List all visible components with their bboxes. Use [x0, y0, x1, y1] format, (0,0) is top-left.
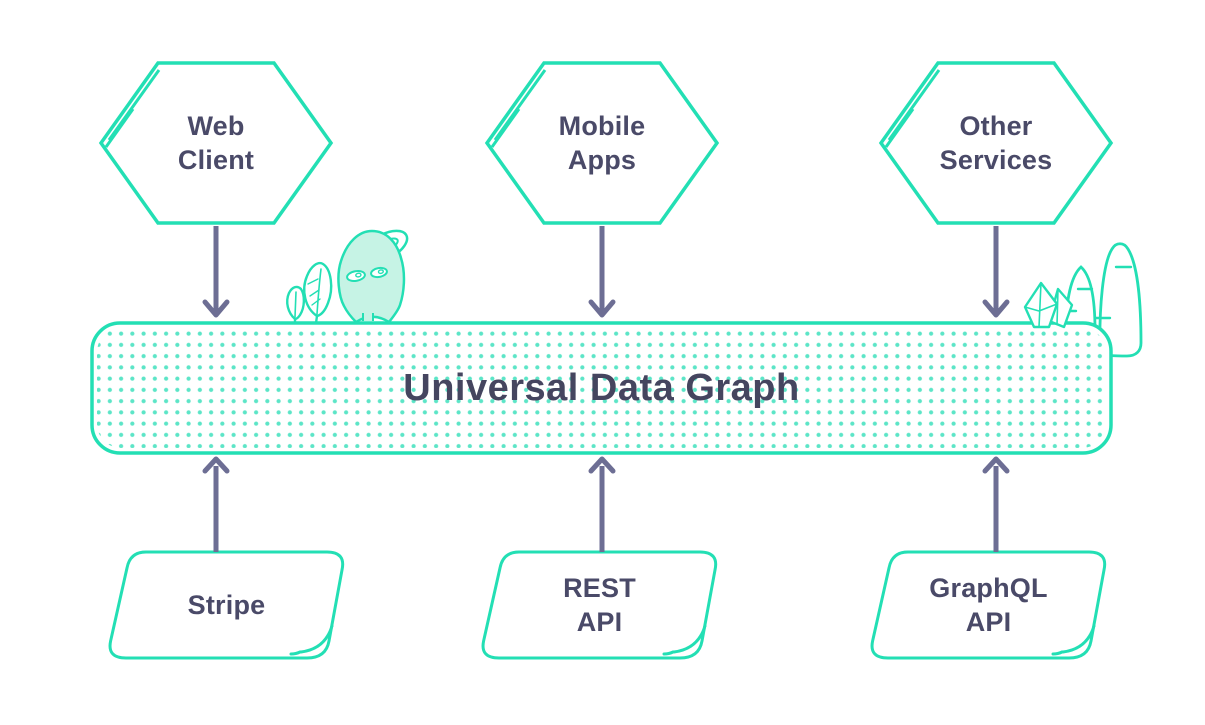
node-graphql-api-shape: [870, 550, 1107, 660]
arrows: [202, 226, 1010, 552]
node-label-line: GraphQL: [929, 573, 1048, 603]
node-mobile-apps-shape: [484, 61, 720, 225]
arrow-web-client-down-icon: [202, 226, 230, 318]
node-label-rest-api: REST API: [489, 557, 710, 653]
ghost-mascot-icon: [337, 229, 409, 324]
arrow-graphql-api-up-icon: [982, 456, 1010, 552]
bar-title-text: Universal Data Graph: [403, 366, 800, 409]
node-label-mobile-apps: Mobile Apps: [492, 98, 712, 188]
node-label-line: Other: [959, 111, 1033, 141]
hills-icon: [1064, 242, 1143, 358]
node-label-line: Services: [939, 145, 1053, 175]
node-other-services-shape: [878, 61, 1114, 225]
node-web-client-shape: [98, 61, 334, 225]
crystals-icon: [1023, 281, 1074, 329]
node-label-line: API: [576, 607, 623, 637]
node-stripe-shape: [108, 550, 345, 660]
arrow-other-services-down-icon: [982, 226, 1010, 318]
node-label-line: REST: [563, 573, 636, 603]
leaf-plants-icon: [286, 262, 333, 325]
node-label-line: API: [965, 607, 1012, 637]
node-label-other-services: Other Services: [886, 98, 1106, 188]
hexagon-accent-lines: [104, 69, 161, 148]
universal-data-graph-title: Universal Data Graph: [92, 323, 1111, 453]
hexagon-accent-lines: [490, 69, 547, 148]
arrow-stripe-up-icon: [202, 456, 230, 552]
node-label-line: Client: [177, 145, 255, 175]
hexagon-accent-lines: [884, 69, 941, 148]
node-rest-api-shape: [481, 550, 718, 660]
node-label-graphql-api: GraphQL API: [878, 557, 1099, 653]
node-label-line: Apps: [567, 145, 637, 175]
node-label-web-client: Web Client: [106, 98, 326, 188]
node-label-line: Web: [187, 111, 245, 141]
universal-data-graph-bar: [90, 321, 1113, 455]
node-label-stripe: Stripe: [116, 557, 337, 653]
node-label-line: Mobile: [558, 111, 646, 141]
arrow-rest-api-up-icon: [588, 456, 616, 552]
arrow-mobile-apps-down-icon: [588, 226, 616, 318]
node-label-line: Stripe: [187, 590, 266, 620]
